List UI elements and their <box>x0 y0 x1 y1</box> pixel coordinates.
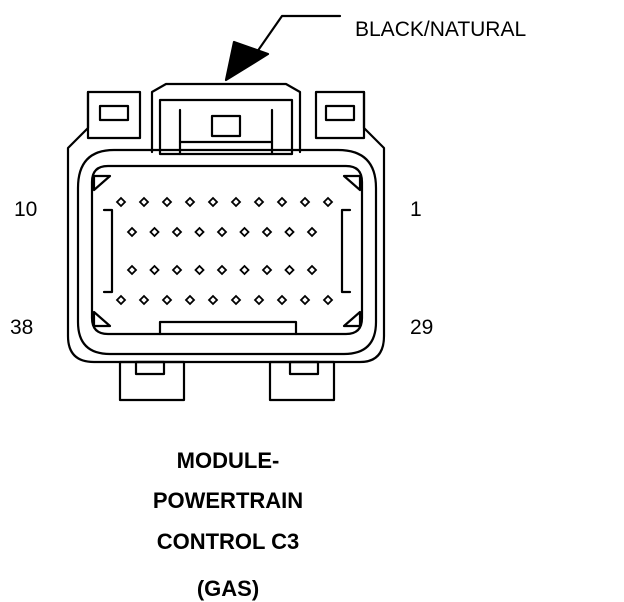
pin-cavity-face <box>90 164 364 336</box>
pin-cavity <box>184 294 196 306</box>
pin-cavity <box>322 196 334 208</box>
pin-grid <box>115 196 334 306</box>
title-line-4: (GAS) <box>196 576 260 601</box>
corner-key-bottom-right <box>342 310 362 328</box>
connector-inner-housing <box>76 148 378 356</box>
callout-leader-line <box>248 14 342 64</box>
pin-cavity <box>115 294 127 306</box>
pin-cavity <box>126 264 138 276</box>
pin-cavity <box>194 264 205 276</box>
pin-cavity <box>230 196 242 208</box>
title-line-1: MODULE- <box>176 448 280 473</box>
pin-cavity <box>149 226 160 238</box>
pin-cavity <box>239 226 250 238</box>
top-left-latch-slot <box>98 104 130 122</box>
pin-cavity <box>253 196 265 208</box>
connector-outer-housing <box>66 90 386 364</box>
pin-cavity <box>299 294 311 306</box>
pin-cavity <box>161 196 173 208</box>
pin-label-bottom-right: 29 <box>410 316 434 339</box>
bottom-left-tab <box>118 360 186 402</box>
callout-arrowhead <box>224 40 270 82</box>
right-guide-rail <box>340 208 352 294</box>
top-right-latch <box>314 90 366 140</box>
pin-cavity <box>161 294 173 306</box>
pin-cavity <box>216 226 228 238</box>
pin-cavity <box>230 294 242 306</box>
corner-key-top-left <box>92 174 112 192</box>
corner-key-top-right <box>342 174 362 192</box>
pin-cavity <box>184 196 196 208</box>
pin-cavity <box>276 196 288 208</box>
bottom-right-tab <box>268 360 336 402</box>
pin-label-top-left: 10 <box>14 198 38 221</box>
pin-cavity <box>115 196 127 208</box>
pin-cavity <box>239 264 250 276</box>
pin-cavity <box>261 226 273 238</box>
pin-cavity <box>299 196 311 208</box>
pin-cavity <box>207 294 219 306</box>
pin-cavity <box>149 264 160 276</box>
pin-cavity <box>322 294 334 306</box>
top-left-latch <box>86 90 142 140</box>
bottom-left-tab-slot <box>134 360 166 376</box>
pin-cavity <box>306 264 318 276</box>
pin-cavity <box>276 294 288 306</box>
pin-cavity <box>261 264 273 276</box>
corner-key-bottom-left <box>92 310 112 328</box>
pin-cavity <box>138 196 150 208</box>
pin-cavity <box>171 226 183 238</box>
pin-cavity <box>284 226 295 238</box>
center-lock-window <box>210 114 242 138</box>
top-right-latch-slot <box>324 104 356 122</box>
pin-cavity <box>194 226 205 238</box>
pin-cavity <box>126 226 138 238</box>
title-line-2: POWERTRAIN <box>152 488 304 513</box>
pin-cavity <box>216 264 228 276</box>
center-lock-outer <box>150 82 302 154</box>
pin-cavity <box>306 226 318 238</box>
pin-cavity <box>253 294 265 306</box>
pin-cavity <box>207 196 219 208</box>
pin-cavity <box>138 294 150 306</box>
callout-label: BLACK/NATURAL <box>355 18 527 41</box>
pin-label-top-right: 1 <box>410 198 422 221</box>
pin-cavity <box>284 264 295 276</box>
bottom-key-rail <box>158 320 298 336</box>
left-guide-rail <box>102 208 114 294</box>
pin-label-bottom-left: 38 <box>10 316 34 339</box>
center-lock-body <box>158 98 294 156</box>
title-line-3: CONTROL C3 <box>156 529 300 554</box>
pin-cavity <box>171 264 183 276</box>
bottom-right-tab-slot <box>288 360 320 376</box>
